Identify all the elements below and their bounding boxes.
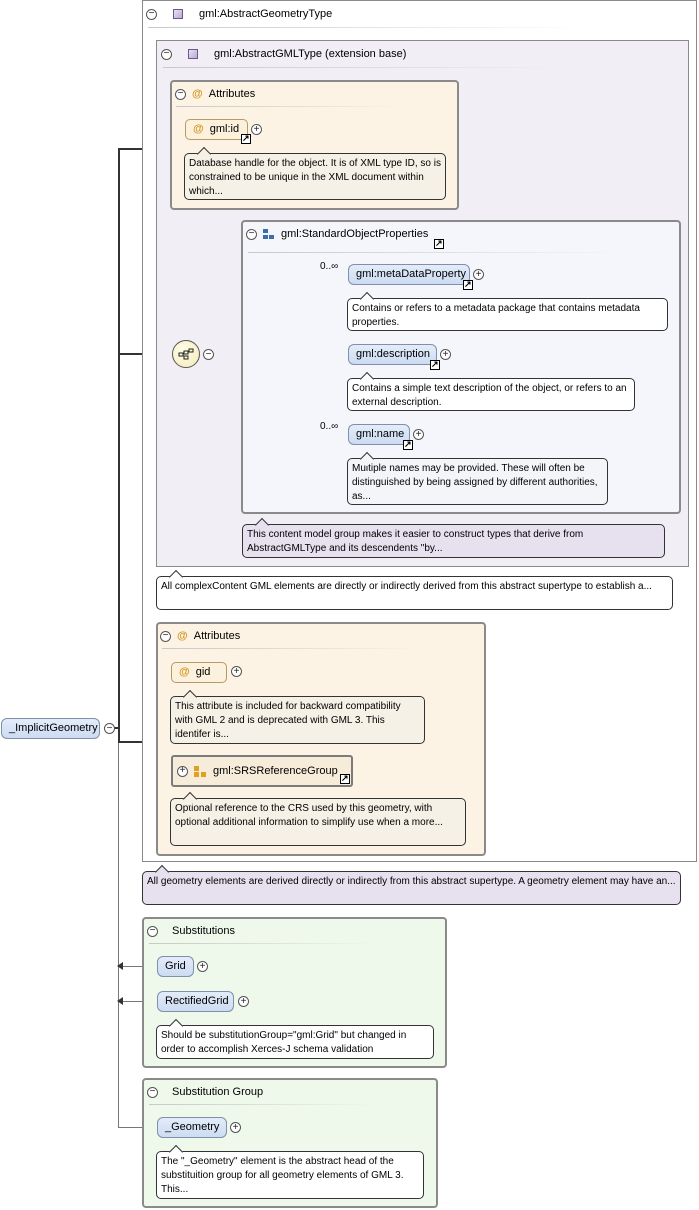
- abstract-geometry-type-header: − gml:AbstractGeometryType: [146, 8, 332, 20]
- connector-to-geometry-attributes: [118, 741, 156, 743]
- substitution-group-element-expand-toggle[interactable]: +: [230, 1122, 241, 1133]
- substitutions-header-label: Substitutions: [172, 925, 235, 937]
- attribute-gml-id-label: gml:id: [209, 123, 240, 135]
- geometry-attributes-collapse-toggle[interactable]: −: [160, 630, 171, 642]
- attribute-group-srsreferencegroup[interactable]: + gml:SRSReferenceGroup: [171, 755, 353, 787]
- gml-attributes-header: − @ Attributes: [175, 88, 255, 100]
- cardinality-label: 0..∞: [320, 421, 339, 432]
- standard-object-properties-documentation: This content model group makes it easier…: [242, 524, 665, 558]
- element-gml-metadataproperty-expand-toggle[interactable]: +: [473, 269, 484, 280]
- abstract-gml-type-collapse-toggle[interactable]: −: [161, 48, 172, 60]
- geometry-attributes-header-label: Attributes: [193, 630, 241, 642]
- complex-type-icon: [188, 49, 198, 59]
- header-divider: [248, 252, 628, 253]
- connector-to-geometry-head: [118, 1127, 157, 1128]
- attribute-gml-id-documentation: Database handle for the object. It is of…: [184, 153, 446, 200]
- attribute-gid-documentation: This attribute is included for backward …: [170, 696, 425, 744]
- substitution-element-rectifiedgrid[interactable]: RectifiedGrid: [157, 991, 234, 1012]
- attribute-group-expand-toggle[interactable]: +: [177, 765, 188, 777]
- abstract-gml-type-label: gml:AbstractGMLType (extension base): [214, 48, 407, 60]
- gml-attributes-collapse-toggle[interactable]: −: [175, 88, 186, 100]
- abstract-gml-type-header: − gml:AbstractGMLType (extension base): [161, 48, 406, 60]
- at-icon: @: [192, 88, 203, 100]
- connector-to-rectifiedgrid: [122, 1001, 157, 1002]
- standard-object-properties-label: gml:StandardObjectProperties: [281, 228, 429, 240]
- attribute-gid-label: gid: [195, 666, 211, 678]
- external-link-icon[interactable]: [463, 280, 473, 290]
- attribute-group-label: gml:SRSReferenceGroup: [213, 764, 338, 777]
- cardinality-label: 0..∞: [320, 261, 339, 272]
- substitution-rectifiedgrid-expand-toggle[interactable]: +: [238, 996, 249, 1007]
- gml-attributes-header-label: Attributes: [208, 88, 256, 100]
- header-divider: [149, 1104, 379, 1105]
- arrow-left-icon: [117, 997, 123, 1005]
- element-gml-metadataproperty-documentation: Contains or refers to a metadata package…: [347, 298, 668, 331]
- attribute-gml-id-expand-toggle[interactable]: +: [251, 124, 262, 135]
- substitutions-header: − Substitutions: [147, 925, 235, 937]
- element-gml-name[interactable]: gml:name: [348, 424, 410, 445]
- substitution-group-collapse-toggle[interactable]: −: [147, 1086, 158, 1098]
- substitution-element-grid[interactable]: Grid: [157, 956, 194, 977]
- standard-object-properties-header: − gml:StandardObjectProperties: [246, 228, 428, 240]
- abstract-gml-type-documentation: All complexContent GML elements are dire…: [156, 576, 673, 610]
- element-gml-description-documentation: Contains a simple text description of th…: [347, 378, 635, 411]
- external-link-icon[interactable]: [430, 360, 440, 370]
- at-icon: @: [179, 666, 190, 678]
- group-icon: [263, 229, 274, 239]
- header-divider: [163, 67, 563, 68]
- attribute-gid-expand-toggle[interactable]: +: [231, 666, 242, 677]
- arrow-left-icon: [117, 962, 123, 970]
- substitution-rectifiedgrid-documentation: Should be substitutionGroup="gml:Grid" b…: [156, 1025, 434, 1059]
- element-gml-metadataproperty[interactable]: gml:metaDataProperty: [348, 264, 470, 285]
- header-divider: [148, 27, 588, 28]
- substitution-grid-expand-toggle[interactable]: +: [197, 961, 208, 972]
- connector-vertical-substitutions: [118, 742, 119, 1127]
- root-element-label: _ImplicitGeometry: [9, 722, 98, 734]
- external-link-icon[interactable]: [241, 134, 251, 144]
- element-gml-name-expand-toggle[interactable]: +: [413, 429, 424, 440]
- substitution-group-element-geometry[interactable]: _Geometry: [157, 1117, 227, 1138]
- header-divider: [176, 106, 406, 107]
- abstract-geometry-type-label: gml:AbstractGeometryType: [199, 8, 333, 20]
- attribute-group-icon: [194, 765, 206, 777]
- root-element-implicitgeometry[interactable]: _ImplicitGeometry: [1, 718, 100, 739]
- abstract-geometry-type-collapse-toggle[interactable]: −: [146, 8, 157, 20]
- element-gml-description[interactable]: gml:description: [348, 344, 437, 365]
- outer-sequence-collapse-toggle[interactable]: −: [203, 349, 214, 360]
- geometry-attributes-header: − @ Attributes: [160, 630, 240, 642]
- substitution-group-header-label: Substitution Group: [172, 1086, 264, 1098]
- substitution-group-header: − Substitution Group: [147, 1086, 263, 1098]
- substitutions-collapse-toggle[interactable]: −: [147, 925, 158, 937]
- header-divider: [149, 943, 379, 944]
- attribute-gml-id[interactable]: @ gml:id: [185, 119, 248, 140]
- external-link-icon[interactable]: [434, 239, 444, 249]
- attribute-gid[interactable]: @ gid: [171, 662, 227, 683]
- root-collapse-toggle[interactable]: −: [104, 723, 115, 734]
- at-icon: @: [193, 123, 204, 135]
- substitution-group-element-documentation: The "_Geometry" element is the abstract …: [156, 1151, 424, 1199]
- at-icon: @: [177, 630, 188, 642]
- element-gml-name-documentation: Multiple names may be provided. These wi…: [347, 458, 608, 505]
- connector-to-grid: [122, 966, 157, 967]
- standard-object-properties-collapse-toggle[interactable]: −: [246, 228, 257, 240]
- abstract-geometry-type-documentation: All geometry elements are derived direct…: [142, 871, 681, 905]
- element-gml-description-expand-toggle[interactable]: +: [440, 349, 451, 360]
- attribute-group-documentation: Optional reference to the CRS used by th…: [170, 798, 466, 846]
- connector-vertical-main: [118, 148, 120, 742]
- header-divider: [162, 648, 422, 649]
- complex-type-icon: [173, 9, 183, 19]
- sequence-compositor-icon: [172, 340, 200, 368]
- external-link-icon[interactable]: [340, 774, 350, 784]
- sequence-glyph-icon: [178, 348, 194, 360]
- external-link-icon[interactable]: [403, 440, 413, 450]
